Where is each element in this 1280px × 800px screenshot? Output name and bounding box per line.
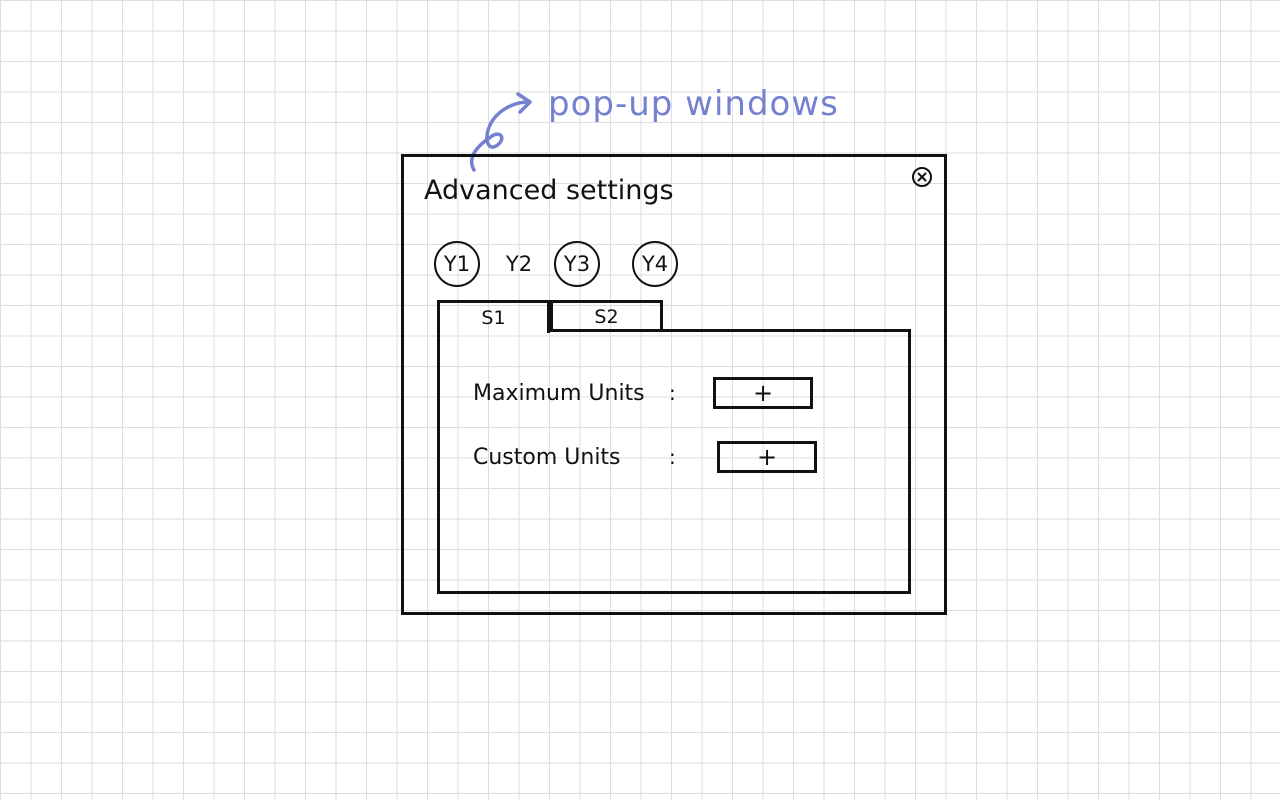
year-option-y1[interactable]: Y1	[434, 241, 480, 287]
maximum-units-label: Maximum Units	[473, 381, 645, 406]
custom-units-colon: :	[669, 445, 676, 469]
tab-panel-s1: Maximum Units : + Custom Units : +	[437, 329, 911, 594]
maximum-units-add-button[interactable]: +	[713, 377, 813, 409]
annotation-label: pop-up windows	[548, 84, 839, 124]
tab-panel-divider	[550, 329, 911, 332]
custom-units-add-button[interactable]: +	[717, 441, 817, 473]
close-button[interactable]	[912, 167, 932, 187]
year-option-y4[interactable]: Y4	[632, 241, 678, 287]
maximum-units-row: Maximum Units : +	[473, 377, 893, 411]
tab-s2[interactable]: S2	[550, 300, 663, 330]
year-option-y3[interactable]: Y3	[554, 241, 600, 287]
window-title: Advanced settings	[424, 175, 674, 206]
maximum-units-colon: :	[669, 381, 676, 405]
year-selector: Y1 Y2 Y3 Y4	[434, 241, 684, 293]
custom-units-label: Custom Units	[473, 445, 621, 470]
advanced-settings-popup: Advanced settings Y1 Y2 Y3 Y4 S1 S2 Maxi…	[401, 154, 947, 615]
year-option-y2[interactable]: Y2	[505, 252, 533, 276]
close-icon	[917, 172, 927, 182]
custom-units-row: Custom Units : +	[473, 441, 893, 475]
curved-arrow-icon	[470, 92, 532, 172]
tab-s1[interactable]: S1	[437, 300, 550, 333]
